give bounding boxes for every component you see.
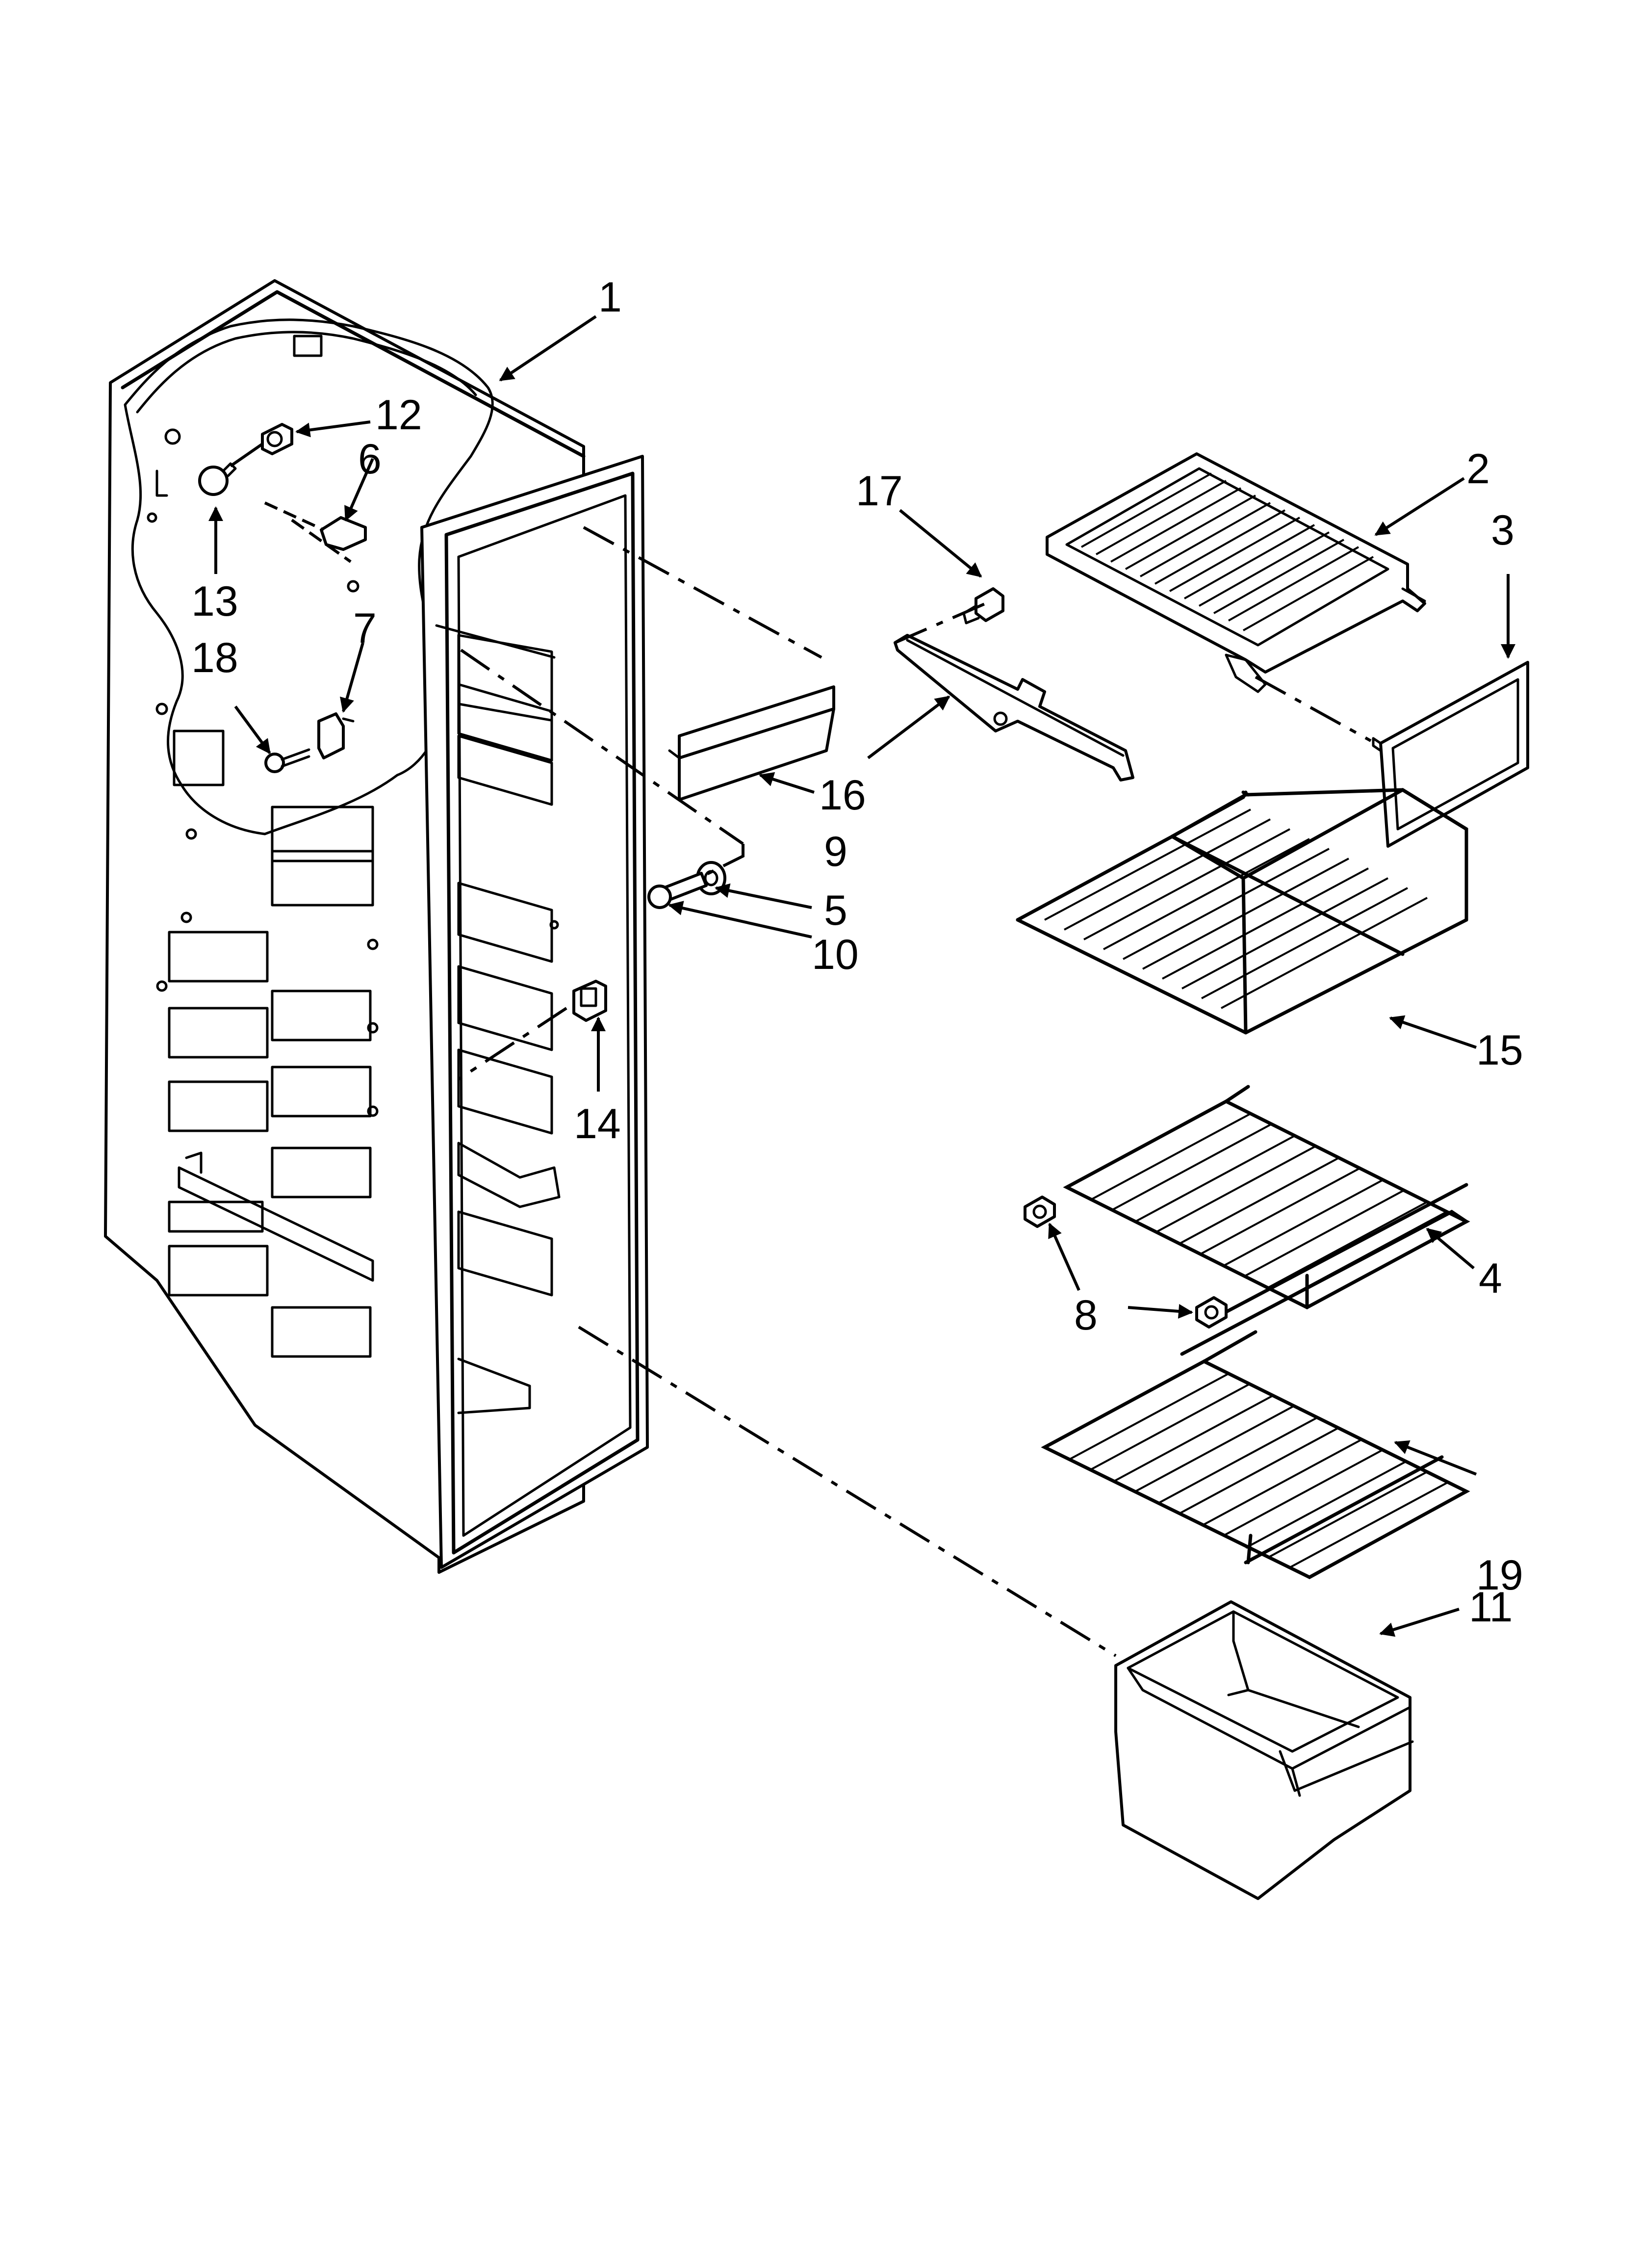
shelf-stud-part-8-upper — [1024, 1196, 1056, 1228]
label-part-6: 6 — [358, 436, 382, 483]
label-part-8: 8 — [1074, 1292, 1098, 1339]
bracket-part-7 — [317, 712, 355, 759]
screw-part-18 — [264, 748, 310, 773]
label-part-2: 2 — [1466, 445, 1490, 493]
shelf-stud-part-8-lower — [1195, 1296, 1228, 1329]
label-part-11: 11 — [1469, 1584, 1513, 1631]
screw-part-17 — [962, 587, 1004, 625]
freezer-liner — [104, 279, 649, 1574]
label-part-4: 4 — [1479, 1255, 1502, 1302]
screw-part-10 — [647, 872, 708, 909]
label-part-10: 10 — [812, 931, 859, 978]
label-part-18: 18 — [191, 634, 238, 681]
label-part-19: 19 — [1476, 1552, 1523, 1599]
wire-shelf-part-19 — [1041, 1330, 1470, 1579]
clip-part-6 — [264, 501, 367, 551]
pan-part-11 — [1114, 1600, 1414, 1900]
callout-leaders — [208, 315, 1515, 1637]
assembly-lines — [291, 519, 1372, 1657]
label-part-15: 15 — [1476, 1027, 1523, 1074]
light-socket-part-12 — [261, 423, 293, 455]
label-part-1: 1 — [598, 274, 622, 321]
label-part-3: 3 — [1491, 507, 1514, 554]
label-part-13: 13 — [191, 578, 238, 625]
shelf-part-2 — [1046, 452, 1426, 693]
shelf-rail-part-16 — [894, 634, 1134, 782]
wire-shelf-part-4 — [1063, 1085, 1470, 1356]
label-part-16: 16 — [819, 772, 866, 819]
label-part-7: 7 — [353, 605, 377, 652]
light-bulb-part-13 — [198, 443, 263, 496]
label-part-5: 5 — [824, 887, 847, 934]
callout-labels: 1 2 3 4 5 6 7 8 9 10 11 12 13 14 15 16 1… — [191, 274, 1523, 1631]
label-part-12: 12 — [375, 391, 422, 439]
label-part-14: 14 — [574, 1100, 621, 1147]
back-panel-vents — [156, 730, 560, 1358]
trim-part-9 — [668, 685, 835, 801]
label-part-9: 9 — [824, 828, 847, 875]
wire-shelf-part-15 — [1016, 787, 1468, 1035]
label-part-17: 17 — [856, 468, 903, 515]
clip-part-14 — [572, 980, 607, 1022]
